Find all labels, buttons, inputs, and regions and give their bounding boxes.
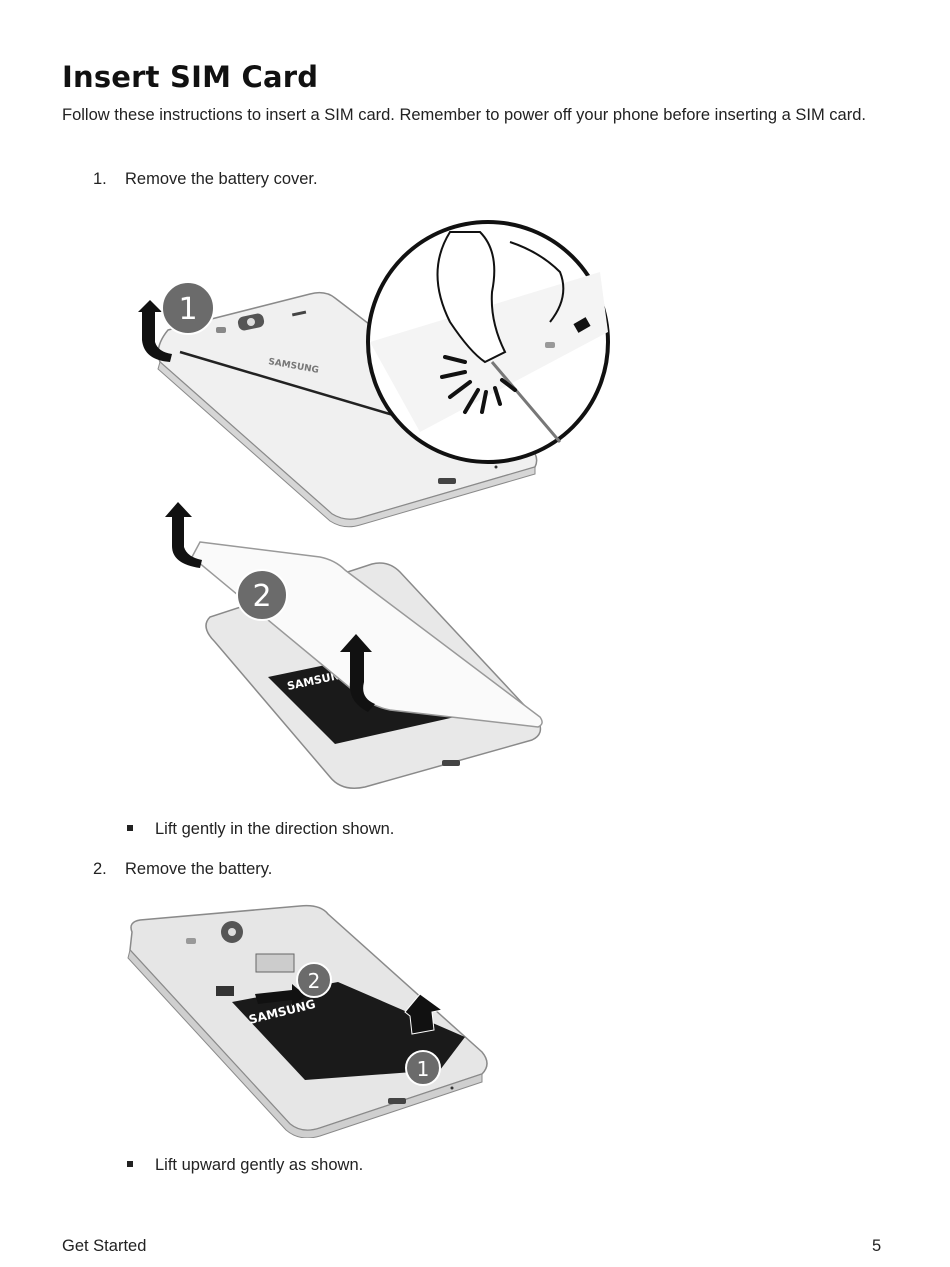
step-2: 2. Remove the battery. — [93, 860, 272, 879]
lift-arrow-icon — [404, 993, 444, 1035]
battery-removal-illustration: SAMSUNG 2 1 — [127, 904, 488, 1138]
battery-cover-removal-illustration: SAMSUNG 1 SAMSUNG — [138, 220, 610, 789]
callout-1-badge: 1 — [161, 281, 215, 335]
phone-back-view: SAMSUNG — [157, 291, 538, 528]
page-title: Insert SIM Card — [62, 60, 319, 94]
step-1-bullet-text: Lift gently in the direction shown. — [155, 820, 395, 838]
lift-arrow-icon — [340, 634, 375, 712]
step-1: 1. Remove the battery cover. — [93, 170, 318, 189]
footer-page-number: 5 — [872, 1237, 882, 1255]
lift-arrow-icon — [165, 502, 202, 568]
phone-open-view: SAMSUNG — [127, 904, 488, 1138]
footer-section-name: Get Started — [62, 1237, 147, 1255]
step-1-number: 1. — [93, 170, 107, 188]
svg-text:1: 1 — [417, 1057, 430, 1081]
lift-arrow-icon — [138, 300, 172, 362]
step-2-bullet-text: Lift upward gently as shown. — [155, 1156, 364, 1174]
svg-text:2: 2 — [252, 579, 271, 614]
bullet-square-icon — [127, 1161, 133, 1167]
callout-2-badge: 2 — [296, 962, 332, 998]
magnified-detail-circle — [366, 220, 610, 464]
intro-paragraph: Follow these instructions to insert a SI… — [62, 106, 866, 124]
bullet-square-icon — [127, 825, 133, 831]
callout-2-badge: 2 — [236, 569, 288, 621]
callout-1-badge: 1 — [405, 1050, 441, 1086]
insert-arrow-icon — [255, 984, 306, 1006]
step-2-bullet: Lift upward gently as shown. — [127, 1156, 363, 1175]
step-1-text: Remove the battery cover. — [125, 170, 318, 188]
svg-text:2: 2 — [308, 969, 321, 993]
svg-text:1: 1 — [178, 292, 197, 327]
step-1-bullet: Lift gently in the direction shown. — [127, 820, 394, 839]
step-2-text: Remove the battery. — [125, 860, 273, 878]
step-2-number: 2. — [93, 860, 107, 878]
